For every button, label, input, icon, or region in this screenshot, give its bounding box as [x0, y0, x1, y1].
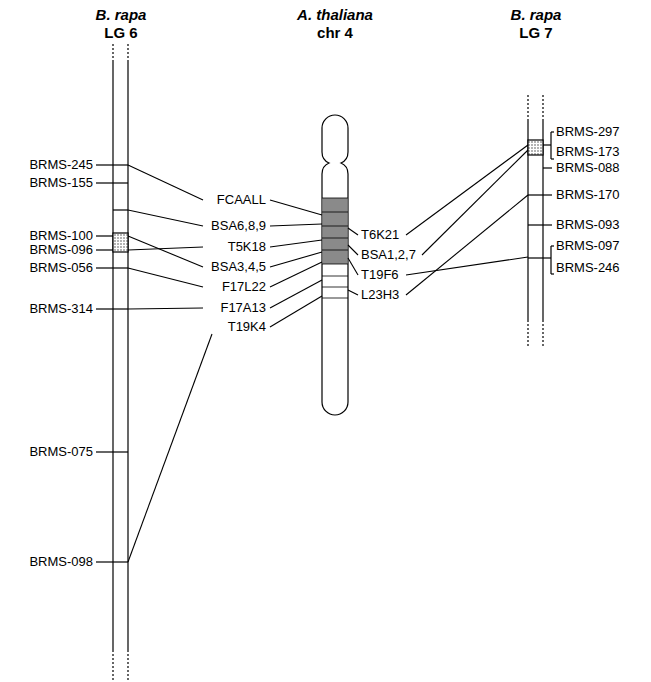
at-chromosome: [322, 115, 348, 415]
marker-label: BRMS-245: [29, 157, 93, 173]
locus-label: FCAALL: [217, 192, 266, 208]
map-title: chr 4: [317, 24, 353, 42]
map-title: B. rapa: [511, 6, 562, 24]
marker-label: BRMS-173: [556, 144, 620, 160]
locus-label: BSA3,4,5: [211, 259, 266, 275]
marker-label: BRMS-100: [29, 228, 93, 244]
marker-label: BRMS-155: [29, 175, 93, 191]
marker-label: BRMS-075: [29, 444, 93, 460]
locus-label: T5K18: [228, 239, 266, 255]
synteny-lines: [128, 145, 528, 562]
marker-label: BRMS-170: [556, 187, 620, 203]
marker-label: BRMS-314: [29, 301, 93, 317]
locus-label: T19K4: [228, 319, 266, 335]
marker-label: BRMS-097: [556, 238, 620, 254]
locus-label: BSA6,8,9: [211, 218, 266, 234]
locus-label: L23H3: [361, 287, 399, 303]
marker-label: BRMS-088: [556, 160, 620, 176]
locus-label: BSA1,2,7: [361, 247, 416, 263]
locus-label: T6K21: [361, 227, 399, 243]
locus-label: F17A13: [220, 300, 266, 316]
map-title: LG 7: [519, 24, 552, 42]
marker-label: BRMS-093: [556, 217, 620, 233]
map-title: A. thaliana: [297, 6, 373, 24]
map-title: B. rapa: [96, 6, 147, 24]
map-title: LG 6: [104, 24, 137, 42]
lg7-chromosome: [528, 95, 554, 346]
locus-label: F17L22: [222, 279, 266, 295]
marker-label: BRMS-297: [556, 124, 620, 140]
marker-label: BRMS-246: [556, 260, 620, 276]
lg6-chromosome: [96, 44, 128, 680]
marker-label: BRMS-056: [29, 260, 93, 276]
marker-label: BRMS-098: [29, 554, 93, 570]
locus-label: T19F6: [361, 267, 399, 283]
marker-label: BRMS-096: [29, 242, 93, 258]
